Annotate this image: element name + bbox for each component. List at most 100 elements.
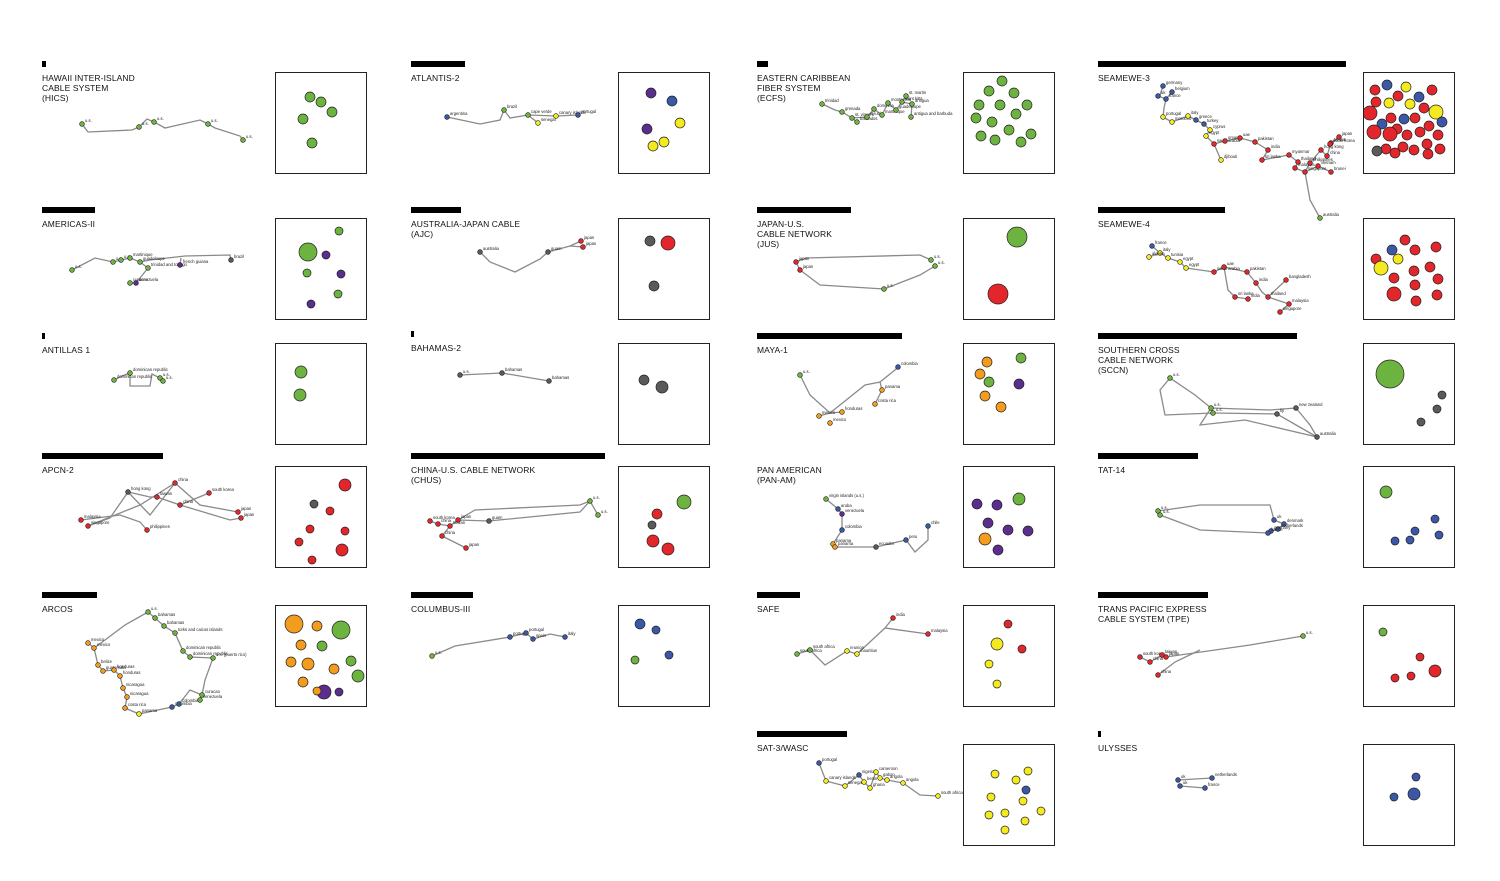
cable-segment bbox=[1159, 514, 1269, 534]
landing-label: malaysia bbox=[1292, 298, 1309, 303]
landing-node bbox=[1157, 512, 1163, 518]
landing-label: dominica bbox=[877, 103, 894, 108]
country-bubble bbox=[651, 508, 663, 520]
title-line: ANTILLAS 1 bbox=[42, 345, 91, 355]
landing-node bbox=[78, 517, 84, 523]
landing-node bbox=[79, 121, 85, 127]
cable-segment bbox=[525, 632, 566, 640]
landing-node bbox=[839, 511, 845, 517]
landing-label: germany bbox=[1274, 525, 1291, 530]
landing-label: australia bbox=[1320, 431, 1336, 436]
landing-node bbox=[1169, 119, 1175, 125]
country-bubble bbox=[1389, 147, 1401, 159]
country-bubble bbox=[1013, 378, 1025, 390]
country-bubble bbox=[666, 95, 678, 107]
landing-label: france bbox=[1169, 93, 1181, 98]
landing-label: saudi arabia bbox=[1217, 138, 1240, 143]
landing-label: denmark bbox=[1287, 518, 1304, 523]
landing-node bbox=[161, 623, 167, 629]
landing-node bbox=[118, 257, 124, 263]
landing-label: brazil bbox=[507, 104, 517, 109]
title-line: CABLE NETWORK bbox=[757, 229, 832, 239]
landing-node bbox=[1167, 375, 1173, 381]
country-bubble bbox=[994, 99, 1006, 111]
country-bubble bbox=[647, 520, 657, 530]
bubble-box-americas2 bbox=[275, 218, 367, 320]
bubble-box-tpe bbox=[1363, 605, 1455, 707]
cable-segment bbox=[479, 251, 549, 273]
country-bubble bbox=[1003, 124, 1015, 136]
panel-title-bahamas2: BAHAMAS-2 bbox=[411, 343, 461, 353]
landing-label: taiwan bbox=[1165, 649, 1178, 654]
cable-segment bbox=[503, 109, 539, 124]
landing-label: south korea bbox=[212, 487, 235, 492]
country-bubble bbox=[302, 268, 312, 278]
landing-label: australia bbox=[483, 246, 499, 251]
landing-label: bahamas bbox=[552, 375, 569, 380]
landing-label: portugal bbox=[822, 757, 837, 762]
landing-label: japan bbox=[468, 542, 480, 547]
country-bubble bbox=[1000, 825, 1010, 835]
landing-node bbox=[562, 634, 568, 640]
landing-node bbox=[1328, 169, 1334, 175]
landing-node bbox=[881, 286, 887, 292]
country-bubble bbox=[1408, 265, 1420, 277]
landing-label: french guiana bbox=[183, 259, 209, 264]
title-line: TRANS PACIFIC EXPRESS bbox=[1098, 604, 1207, 614]
landing-label: new zealand bbox=[1299, 402, 1323, 407]
country-bubble bbox=[1428, 664, 1442, 678]
landing-label: philippines bbox=[150, 524, 170, 529]
landing-label: japan bbox=[802, 264, 814, 269]
country-bubble bbox=[1006, 226, 1028, 248]
length-bar-bahamas2 bbox=[411, 331, 414, 337]
country-bubble bbox=[641, 123, 653, 135]
landing-node bbox=[177, 502, 183, 508]
title-line: ATLANTIS-2 bbox=[411, 73, 460, 83]
length-bar-apcn2 bbox=[42, 453, 163, 459]
landing-label: malaysia bbox=[84, 514, 101, 519]
country-bubble bbox=[1410, 295, 1422, 307]
cable-segment bbox=[1267, 279, 1287, 298]
title-line: ARCOS bbox=[42, 604, 73, 614]
landing-node bbox=[120, 685, 126, 691]
landing-node bbox=[427, 518, 433, 524]
route-map-seamewe3: germanybelgiumukfranceportugalmoroccoita… bbox=[1155, 80, 1356, 221]
country-bubble bbox=[1015, 352, 1027, 364]
cable-segment bbox=[799, 269, 885, 290]
landing-label: mexico bbox=[97, 642, 111, 647]
landing-label: south africa bbox=[813, 644, 835, 649]
landing-label: japan bbox=[583, 235, 595, 240]
country-bubble bbox=[312, 686, 322, 696]
landing-label: spain bbox=[536, 633, 547, 638]
length-bar-maya1 bbox=[757, 333, 902, 339]
landing-label: u.s. bbox=[1163, 509, 1170, 514]
landing-node bbox=[1286, 152, 1292, 158]
title-line: CABLE NETWORK bbox=[1098, 355, 1173, 365]
cable-segment bbox=[1177, 777, 1213, 781]
landing-node bbox=[95, 662, 101, 668]
landing-label: cape verde bbox=[531, 109, 552, 114]
landing-label: italy bbox=[568, 631, 576, 636]
landing-node bbox=[1165, 255, 1171, 261]
landing-label: bahamas bbox=[505, 367, 522, 372]
landing-node bbox=[486, 518, 492, 524]
landing-node bbox=[197, 697, 203, 703]
country-bubble bbox=[1405, 535, 1415, 545]
country-bubble bbox=[335, 543, 349, 557]
title-line: AMERICAS-II bbox=[42, 219, 96, 229]
landing-label: oman bbox=[1228, 135, 1239, 140]
landing-node bbox=[872, 401, 878, 407]
panel-title-ajc: AUSTRALIA-JAPAN CABLE(AJC) bbox=[411, 219, 520, 239]
landing-label: philippines bbox=[1313, 157, 1333, 162]
country-bubble bbox=[304, 91, 316, 103]
landing-label: djibouti bbox=[1224, 154, 1237, 159]
landing-label: singapore bbox=[1283, 306, 1302, 311]
landing-label: u.s. (puerto rico) bbox=[216, 652, 247, 657]
cable-segment bbox=[431, 632, 527, 657]
landing-label: nicaragua bbox=[126, 682, 145, 687]
landing-node bbox=[1222, 138, 1228, 144]
panel-title-columbus3: COLUMBUS-III bbox=[411, 604, 470, 614]
country-bubble bbox=[986, 792, 996, 802]
panel-title-tat14: TAT-14 bbox=[1098, 465, 1125, 475]
bubble-box-apcn2 bbox=[275, 466, 367, 568]
